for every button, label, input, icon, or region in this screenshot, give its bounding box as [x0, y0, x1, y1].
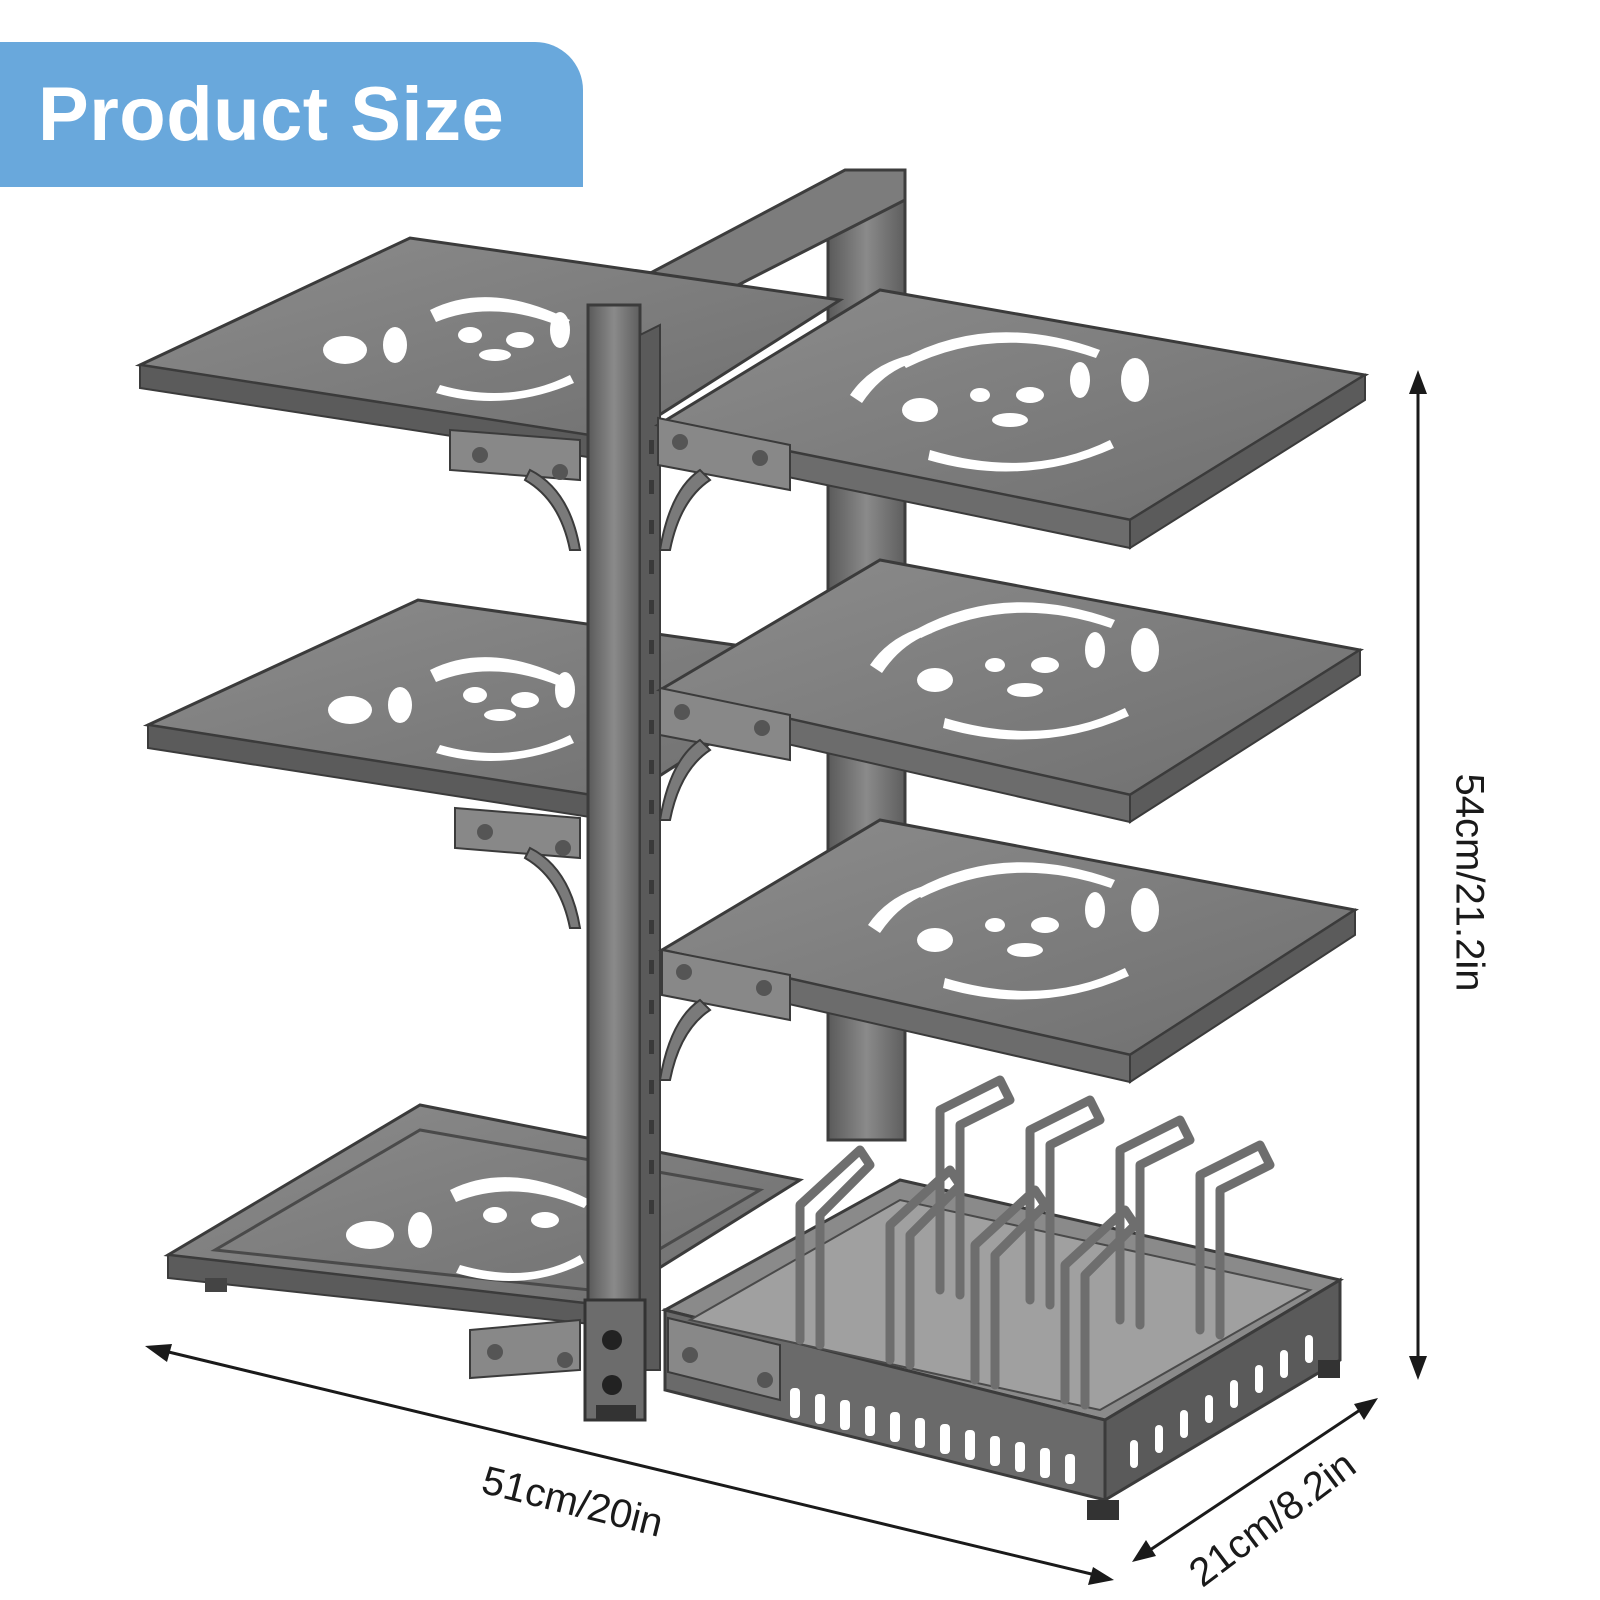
right-shelf-top: [653, 288, 1370, 551]
lid-divider-basket: [660, 1075, 1344, 1520]
height-arrow: [1409, 370, 1427, 1380]
right-shelf-middle: [655, 558, 1365, 824]
width-arrow: [145, 1344, 1114, 1585]
dimension-arrows: [145, 370, 1427, 1585]
height-dimension-label: 54cm/21.2in: [1447, 773, 1492, 992]
right-shelf-bottom: [657, 818, 1359, 1084]
depth-arrow: [1132, 1398, 1378, 1562]
left-shelf-top: [134, 236, 845, 551]
banner-title: Product Size: [38, 72, 505, 157]
front-post: [583, 303, 661, 1422]
product-size-banner: Product Size: [0, 42, 583, 187]
